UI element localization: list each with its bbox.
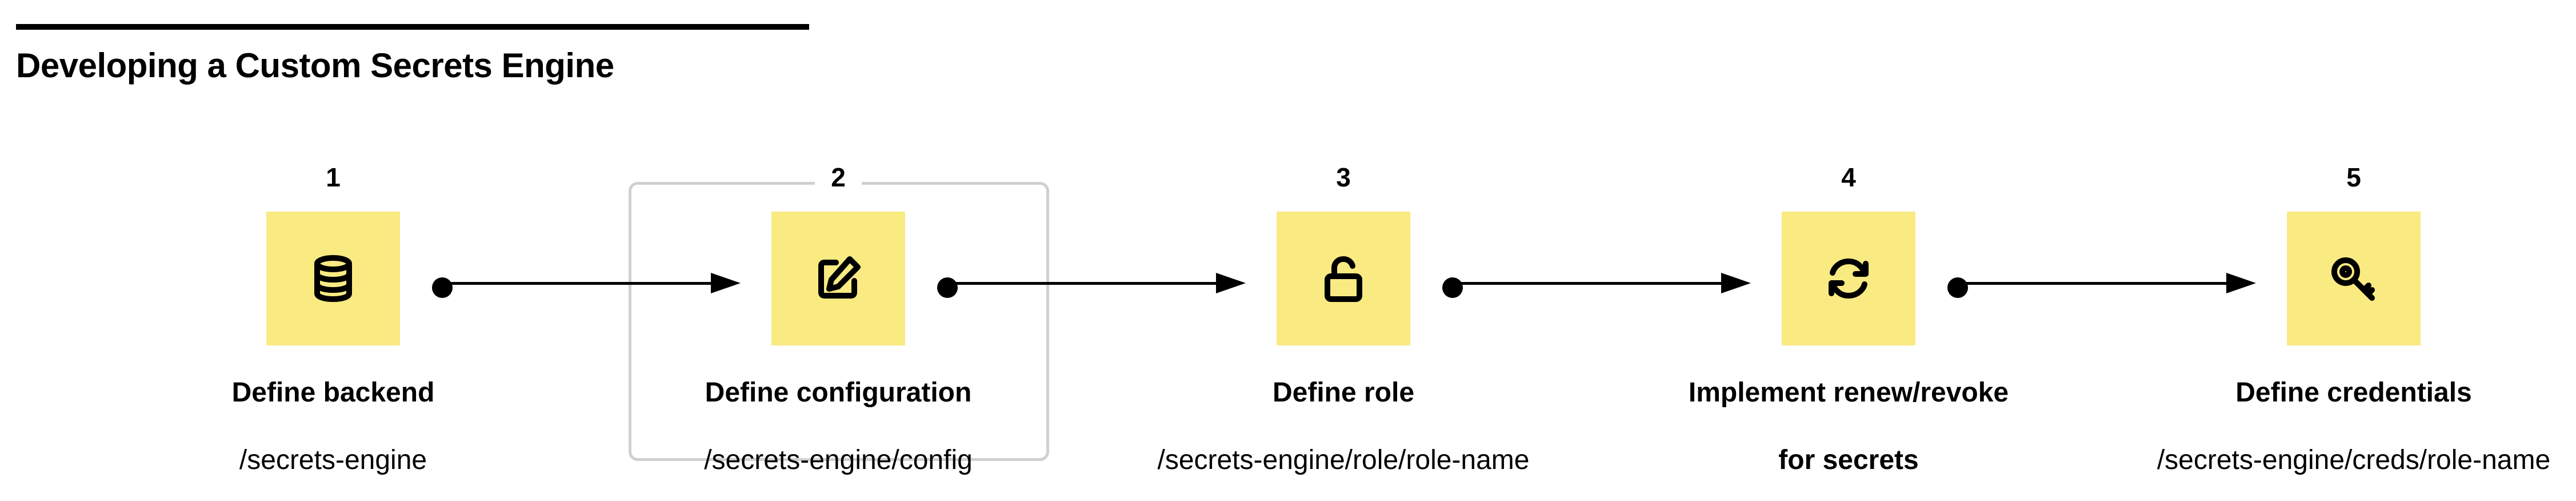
connector-2-3 [937,273,1246,298]
edit-icon [818,256,861,299]
connector-start-dot [1947,277,1968,298]
step-2: 2 Define configuration /secrets-engine/c… [581,154,1095,480]
step-number: 4 [1591,154,2106,200]
connector-start-dot [1442,277,1463,298]
title-rule [16,24,809,30]
step-number: 1 [76,154,590,200]
step-1: 1 Define backend /secrets-engine [76,154,590,480]
step-label: Implement renew/revoke [1688,377,2009,408]
step-label: Define configuration [705,377,972,408]
unlock-icon [1325,256,1362,302]
connector-start-dot [432,277,453,298]
connector-line [1958,282,2231,285]
step-label: Define credentials [2235,377,2472,408]
step-label-line2: for secrets [1778,445,1919,475]
connector-line [947,282,1221,285]
step-path: /secrets-engine [239,445,427,475]
connector-3-4 [1442,273,1751,298]
step-number: 2 [581,154,1095,200]
step-path: /secrets-engine/config [704,445,973,475]
arrow-right-icon [711,273,741,293]
step-icon-box [266,212,400,345]
step-4: 4 Implement renew/revoke for secrets [1591,154,2106,480]
arrow-right-icon [1216,273,1246,293]
step-5: 5 Define credentials /secrets-engine/cre… [2097,154,2576,480]
step-icon-box [1782,212,1915,345]
connector-1-2 [432,273,741,298]
connector-line [442,282,715,285]
step-icon-box [2287,212,2421,345]
step-icon-box [1277,212,1410,345]
step-label: Define role [1272,377,1415,408]
step-path: /secrets-engine/role/role-name [1157,445,1530,475]
step-number: 3 [1086,154,1601,200]
step-path: /secrets-engine/creds/role-name [2157,445,2551,475]
step-3: 3 Define role /secrets-engine/role/role-… [1086,154,1601,480]
key-icon [2331,257,2375,301]
connector-line [1453,282,1726,285]
step-number: 5 [2097,154,2576,200]
arrow-right-icon [2226,273,2256,293]
page-title: Developing a Custom Secrets Engine [16,46,614,85]
arrow-right-icon [1721,273,1751,293]
step-icon-box [771,212,905,345]
refresh-icon [1829,259,1869,299]
step-label: Define backend [231,377,435,408]
connector-4-5 [1947,273,2256,298]
database-icon [314,255,352,302]
connector-start-dot [937,277,958,298]
